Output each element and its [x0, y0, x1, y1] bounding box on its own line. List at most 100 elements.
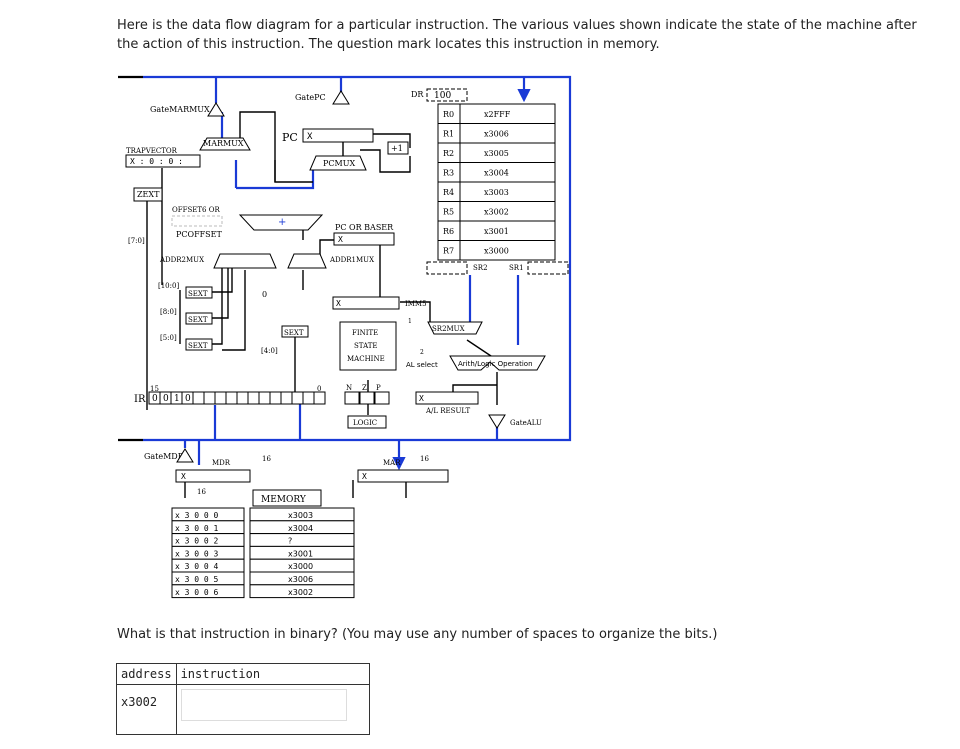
register-value: x3005	[484, 149, 509, 158]
memory-label: MEMORY	[261, 495, 307, 505]
memory-address: x 3 0 0 0	[175, 511, 219, 520]
memory-address: x 3 0 0 1	[175, 524, 219, 533]
ir-bit-value: 0	[185, 394, 191, 404]
register-value: x3001	[484, 227, 509, 236]
marmux-label: MARMUX	[203, 139, 244, 148]
zero-label: 0	[262, 290, 267, 299]
ir-bit-value: 0	[163, 394, 169, 404]
zext-box	[133, 187, 163, 202]
instruction-answer-input[interactable]	[180, 689, 347, 721]
pc-or-baser-label: PC OR BASER	[335, 223, 394, 232]
instruction-header: instruction	[175, 663, 370, 685]
memory-value: x3003	[288, 511, 313, 520]
adder-plus: +	[278, 217, 286, 228]
one-label: 1	[408, 318, 412, 325]
register-name: R6	[443, 227, 454, 236]
gate-marmux-triangle	[207, 102, 225, 117]
ir-bit-cell	[225, 391, 238, 405]
nzp-box-p	[374, 391, 390, 405]
trapvector-value: X : 0 : 0 :	[130, 157, 183, 166]
answer-table: address instruction x3002	[116, 663, 370, 735]
question-text: What is that instruction in binary? (You…	[117, 627, 718, 642]
mdr-box	[175, 469, 251, 483]
memory-address: x 3 0 0 4	[175, 562, 219, 571]
sr2-label: SR2	[473, 264, 488, 272]
sr2mux	[427, 321, 483, 335]
ir-bit15-label: 15	[150, 385, 159, 393]
nzp-z: Z	[362, 384, 367, 392]
instruction-cell	[175, 684, 370, 735]
fsm-line3: MACHINE	[347, 355, 385, 363]
sext-5-label: SEXT	[188, 342, 208, 350]
offset-box	[171, 215, 223, 227]
logic-label: LOGIC	[353, 419, 377, 427]
nzp-box-n	[344, 391, 360, 405]
register-name: R3	[443, 169, 454, 178]
alu-op-label: Arith/Logic Operation	[458, 360, 533, 368]
gate-pc-label: GatePC	[295, 93, 326, 102]
alu	[449, 355, 546, 371]
memory-header	[252, 489, 322, 507]
register-name: R4	[443, 188, 454, 197]
sext-8-box	[185, 312, 213, 325]
ir-bit-value: 0	[152, 394, 158, 404]
memory-address: x 3 0 0 2	[175, 537, 219, 546]
finite-state-machine	[339, 321, 397, 371]
ir-bit-cell	[203, 391, 216, 405]
logic-box	[347, 415, 387, 429]
sext-8-label: SEXT	[188, 316, 208, 324]
memory-value-cell	[249, 584, 355, 599]
ir-bit0-label: 0	[317, 385, 321, 393]
offset6-label: OFFSET6 OR	[172, 206, 220, 214]
bits-10-0-label: [10:0]	[158, 282, 179, 290]
sext-4-box	[281, 325, 309, 338]
ir-bit-cell	[280, 391, 293, 405]
register-value: x3002	[484, 208, 509, 217]
pc-register	[302, 128, 374, 143]
ir-bit-cell	[192, 391, 205, 405]
gate-mdr-label: GateMDR	[144, 452, 185, 461]
sr2-box	[426, 261, 468, 275]
ir-bit-cell	[269, 391, 282, 405]
address-cell: x3002	[116, 684, 177, 735]
addr2mux	[213, 253, 277, 269]
sr2mux-label: SR2MUX	[432, 325, 465, 333]
address-adder	[238, 214, 324, 231]
nzp-n: N	[346, 384, 352, 392]
sext-5-box	[185, 338, 213, 351]
gate-pc-triangle	[332, 90, 350, 105]
memory-value: x3000	[288, 562, 313, 571]
al-result-value: X	[419, 394, 424, 403]
al-result-box	[415, 391, 479, 405]
memory-address: x 3 0 0 6	[175, 588, 219, 597]
ir-bit-cell	[291, 391, 304, 405]
ir-label: IR	[134, 394, 146, 405]
ir-bit-cell	[258, 391, 271, 405]
memory-value: x3001	[288, 549, 313, 558]
plus-one-label: +1	[391, 144, 403, 153]
ir-bit-cell	[236, 391, 249, 405]
mar-label: MAR	[383, 459, 401, 467]
register-name: R5	[443, 208, 454, 217]
dr-value: 100	[434, 91, 451, 101]
pcmux	[309, 155, 367, 171]
pc-value: X	[307, 132, 313, 142]
ir-bit-cell	[313, 391, 326, 405]
pc-or-baser-value: X	[338, 235, 343, 244]
sr1-box	[527, 261, 569, 275]
sext-4-label: SEXT	[284, 329, 304, 337]
register-value: x3000	[484, 247, 509, 256]
imm5-label: IMM5	[405, 300, 427, 308]
trapvector-label: TRAPVECTOR	[126, 147, 178, 155]
gate-alu-triangle	[488, 414, 506, 429]
datapath-diagram: MARMUX GateMARMUX GatePC PC X +1 PCMUX D…	[118, 75, 572, 599]
mar-16-label: 16	[420, 455, 429, 463]
fsm-line1: FINITE	[352, 329, 378, 337]
dr-box	[426, 88, 468, 102]
bits-8-0-label: [8:0]	[160, 308, 177, 316]
ir-bit-value: 1	[174, 394, 180, 404]
pc-label: PC	[282, 131, 298, 144]
memory-16-label: 16	[197, 488, 206, 496]
register-name: R0	[443, 110, 454, 119]
